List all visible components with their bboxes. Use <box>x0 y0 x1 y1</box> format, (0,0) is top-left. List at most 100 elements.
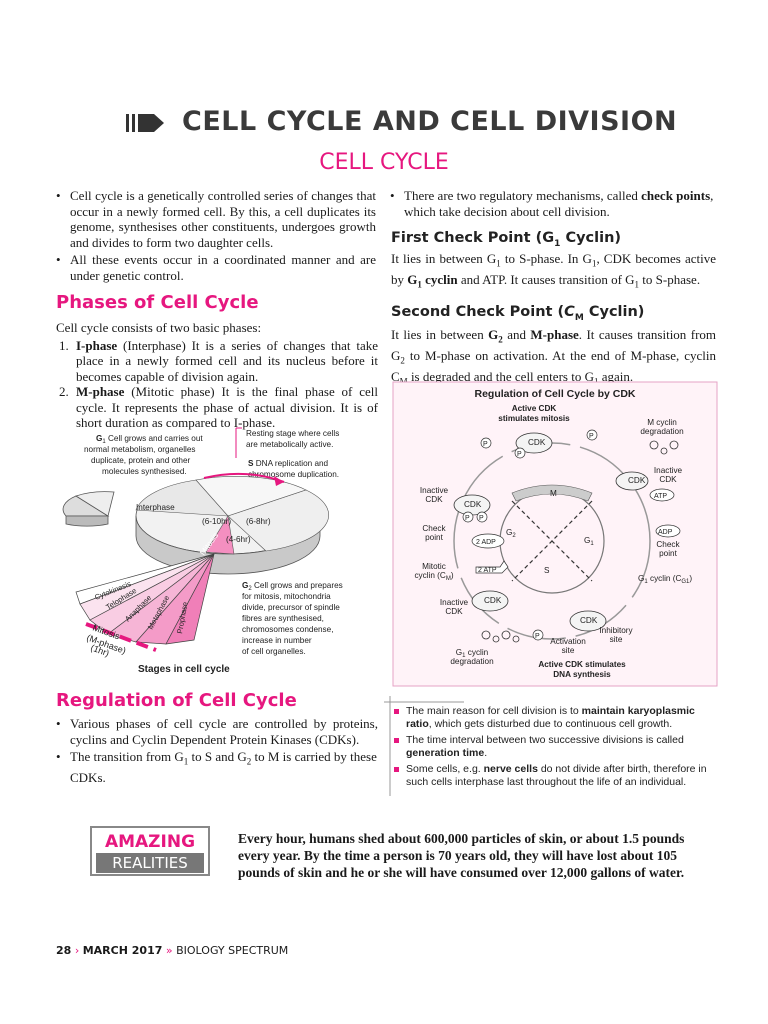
g1-degradation-sub: 1 <box>462 653 466 659</box>
g2-text: for mitosis, mitochondria <box>242 592 331 601</box>
g2-text: increase in number <box>242 636 312 645</box>
m-cyclin-label: degradation <box>640 427 684 436</box>
page-title: CELL CYCLE AND CELL DIVISION <box>182 106 678 137</box>
notes-box: The main reason for cell division is to … <box>392 705 720 792</box>
section-title: CELL CYCLE <box>319 150 449 175</box>
mitotic-sub: M <box>446 576 451 582</box>
mitotic-cyclin: cyclin (C <box>414 571 445 580</box>
svg-text:G1 cyclin: G1 cyclin <box>456 648 489 659</box>
s-label: S <box>248 459 254 468</box>
time-label: (6-8hr) <box>246 517 271 526</box>
atp2-label: 2 ATP <box>478 567 497 574</box>
p-label: P <box>483 441 488 448</box>
adp2-label: 2 ADP <box>476 539 496 546</box>
inactive-cdk: CDK <box>445 607 463 616</box>
badge-line: AMAZING <box>104 832 196 852</box>
g1-label: G <box>584 536 590 545</box>
mitosis-fan <box>75 553 215 652</box>
subscript: 1 <box>183 756 189 767</box>
g1-text: duplicate, protein and other <box>91 456 191 465</box>
interphase-label: Interphase <box>136 503 175 512</box>
first-checkpoint-heading: First Check Point (G1 Cyclin) <box>391 230 621 249</box>
heading-text: Second Check Point ( <box>391 304 565 320</box>
text: to S-phase. In G <box>500 251 592 266</box>
text: The time interval between two successive… <box>406 734 684 746</box>
inactive-cdk: CDK <box>659 475 677 484</box>
text: again. <box>598 369 634 385</box>
g2-label: G <box>506 528 512 537</box>
g1-cyclin: cyclin (C <box>648 574 682 583</box>
mitotic-cyclin: Mitotic <box>422 562 446 571</box>
g1-cyclin: ) <box>689 574 692 583</box>
inactive-cdk: Inactive <box>440 598 469 607</box>
item-number: 1. <box>59 337 69 353</box>
cdk-diagram: Regulation of Cell Cycle by CDK Active C… <box>392 381 718 687</box>
p-label: P <box>479 515 484 522</box>
list-item: All these events occur in a coordinated … <box>56 252 376 283</box>
subscript: 1 <box>496 258 501 269</box>
diagram-caption: Stages in cell cycle <box>138 664 230 675</box>
g1-label: G <box>96 434 102 443</box>
second-checkpoint-heading: Second Check Point (CM Cyclin) <box>391 304 644 323</box>
svg-text:S DNA replication and: S DNA replication and <box>248 459 329 468</box>
text: Some cells, e.g. <box>406 763 484 775</box>
time-label: (6-10hr) <box>202 517 231 526</box>
item-text: (Interphase) It is a series of changes t… <box>76 337 378 384</box>
inhibitory-site: site <box>610 635 623 644</box>
regulation-heading: Regulation of Cell Cycle <box>56 690 297 711</box>
check-point: Check <box>422 524 446 533</box>
text: is degraded and the cell enters to G <box>407 369 594 385</box>
text: to S-phase. <box>639 272 701 288</box>
active-bottom: Active CDK stimulates <box>538 660 626 669</box>
item-term: I-phase <box>76 337 118 353</box>
g2-sub: 2 <box>248 586 252 592</box>
list-item: Cell cycle is a genetically controlled s… <box>56 188 376 250</box>
heading-text: Cyclin) <box>560 230 622 246</box>
p-label: P <box>517 451 522 458</box>
g1-cyclin-sub: 1 <box>644 579 648 585</box>
resting-text: Resting stage where cells <box>246 429 339 438</box>
time-label: (4-6hr) <box>226 535 251 544</box>
cdk-label: CDK <box>464 500 482 509</box>
text: It lies in between <box>391 327 489 342</box>
text: The transition from G <box>70 749 184 764</box>
cdk-label: CDK <box>484 596 502 605</box>
svg-text:G1 cyclin (CG1): G1 cyclin (CG1) <box>638 574 692 585</box>
first-checkpoint-text: It lies in between G1 to S-phase. In G1,… <box>391 251 716 293</box>
list-item: The transition from G1 to S and G2 to M … <box>56 749 378 786</box>
list-item: Various phases of cell cycle are control… <box>56 716 378 747</box>
p-label: P <box>589 433 594 440</box>
separator: » <box>165 944 173 957</box>
text: to S and G <box>188 749 247 764</box>
amazing-fact: Every hour, humans shed about 600,000 pa… <box>238 831 685 880</box>
text: There are two regulatory mechanisms, cal… <box>404 188 642 203</box>
intro-bullets: Cell cycle is a genetically controlled s… <box>56 188 376 285</box>
issue: MARCH 2017 <box>82 944 163 957</box>
list-item: Some cells, e.g. nerve cells do not divi… <box>392 763 720 789</box>
list-item: The time interval between two successive… <box>392 734 720 760</box>
s-text: DNA replication and <box>253 459 328 468</box>
active-top: stimulates mitosis <box>498 414 570 423</box>
heading-text: Cyclin) <box>583 304 645 320</box>
svg-text:G2 Cell grows and prepares: G2 Cell grows and prepares <box>242 581 343 592</box>
g2-text: of cell organelles. <box>242 647 306 656</box>
text: , CDK becomes active by <box>391 251 716 288</box>
cdk-label: CDK <box>580 616 598 625</box>
svg-text:cyclin (CM): cyclin (CM) <box>414 571 453 582</box>
page-number: 28 <box>56 944 72 957</box>
item-text: (Mitotic phase) It is the final phase of… <box>76 384 378 430</box>
text: to M is carried by these CDKs. <box>70 749 377 786</box>
text: It lies in between G <box>391 251 497 266</box>
g1-text: molecules synthesised. <box>102 467 187 476</box>
bold-text: nerve cells <box>483 763 538 775</box>
bold-text: G <box>407 272 418 288</box>
heading-text: First Check Point (G <box>391 230 555 246</box>
check-point: point <box>425 533 443 542</box>
svg-text:G1: G1 <box>584 536 594 547</box>
g1-cyclin: G <box>638 574 644 583</box>
text: and <box>502 327 531 342</box>
inactive-cdk: CDK <box>425 495 443 504</box>
g2-text: fibres are synthesised, <box>242 614 324 623</box>
text: , which gets disturbed due to continuous… <box>428 718 673 730</box>
bold-text: check points <box>641 188 711 203</box>
